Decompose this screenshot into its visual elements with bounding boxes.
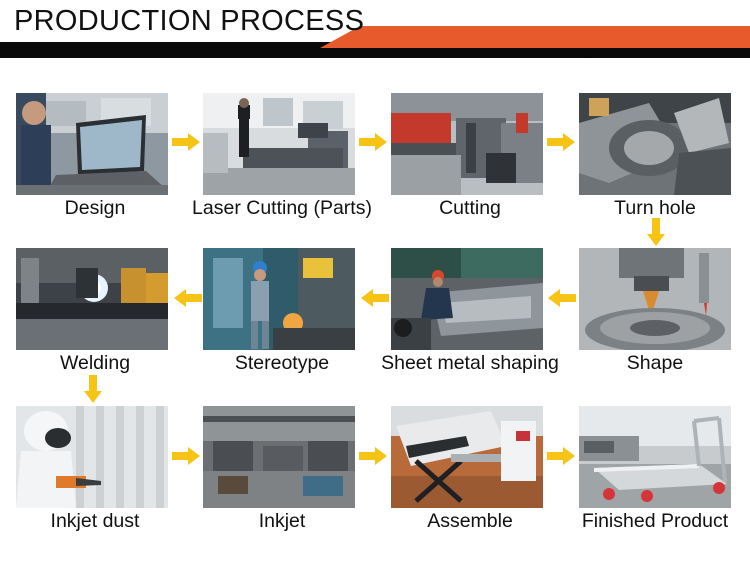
laser-cutting-photo [203,93,355,195]
arrow-right-icon [172,447,200,465]
finished-product-photo [579,406,731,508]
inkjet-photo [203,406,355,508]
photo-turn-hole [579,93,731,195]
step-inkjet-dust: Inkjet dust [0,406,190,546]
step-finished-product: Finished Product [560,406,750,546]
header-stripes [0,26,750,58]
turn-hole-photo [579,93,731,195]
step-inkjet: Inkjet [187,406,377,546]
step-turn-hole: Turn hole [560,93,750,233]
step-label: Finished Product [581,510,729,532]
step-assemble: Assemble [375,406,565,546]
arrow-left-icon [548,289,576,307]
arrow-right-icon [359,447,387,465]
sheet-metal-photo [391,248,543,350]
arrow-left-icon [174,289,202,307]
design-photo [16,93,168,195]
photo-sheet-metal-shaping [391,248,543,350]
cutting-photo [391,93,543,195]
step-sheet-metal-shaping: Sheet metal shaping [375,248,565,388]
step-label: Inkjet dust [50,510,140,532]
photo-welding [16,248,168,350]
arrow-down-icon [84,375,102,403]
arrow-right-icon [547,133,575,151]
inkjet-dust-photo [16,406,168,508]
step-label: Assemble [427,510,513,532]
step-stereotype: Stereotype [187,248,377,388]
arrow-right-icon [547,447,575,465]
photo-inkjet [203,406,355,508]
step-label: Laser Cutting (Parts) [192,197,372,219]
photo-finished-product [579,406,731,508]
step-label: Stereotype [234,352,330,374]
photo-design [16,93,168,195]
welding-photo [16,248,168,350]
step-label: Cutting [439,197,501,219]
step-laser-cutting: Laser Cutting (Parts) [187,93,377,233]
photo-assemble [391,406,543,508]
arrow-right-icon [172,133,200,151]
photo-cutting [391,93,543,195]
photo-inkjet-dust [16,406,168,508]
step-label: Welding [59,352,131,374]
step-label: Inkjet [258,510,306,532]
header-banner: PRODUCTION PROCESS [0,0,750,58]
assemble-photo [391,406,543,508]
arrow-right-icon [359,133,387,151]
photo-stereotype [203,248,355,350]
step-label: Shape [626,352,684,374]
arrow-left-icon [361,289,389,307]
shape-photo [579,248,731,350]
stereotype-photo [203,248,355,350]
step-label: Sheet metal shaping [381,352,559,374]
arrow-down-icon [647,218,665,246]
step-shape: Shape [560,248,750,388]
page-title: PRODUCTION PROCESS [14,5,365,37]
step-label: Turn hole [614,197,696,219]
step-label: Design [64,197,126,219]
photo-laser-cutting [203,93,355,195]
step-design: Design [0,93,190,233]
step-welding: Welding [0,248,190,388]
step-cutting: Cutting [375,93,565,233]
photo-shape [579,248,731,350]
